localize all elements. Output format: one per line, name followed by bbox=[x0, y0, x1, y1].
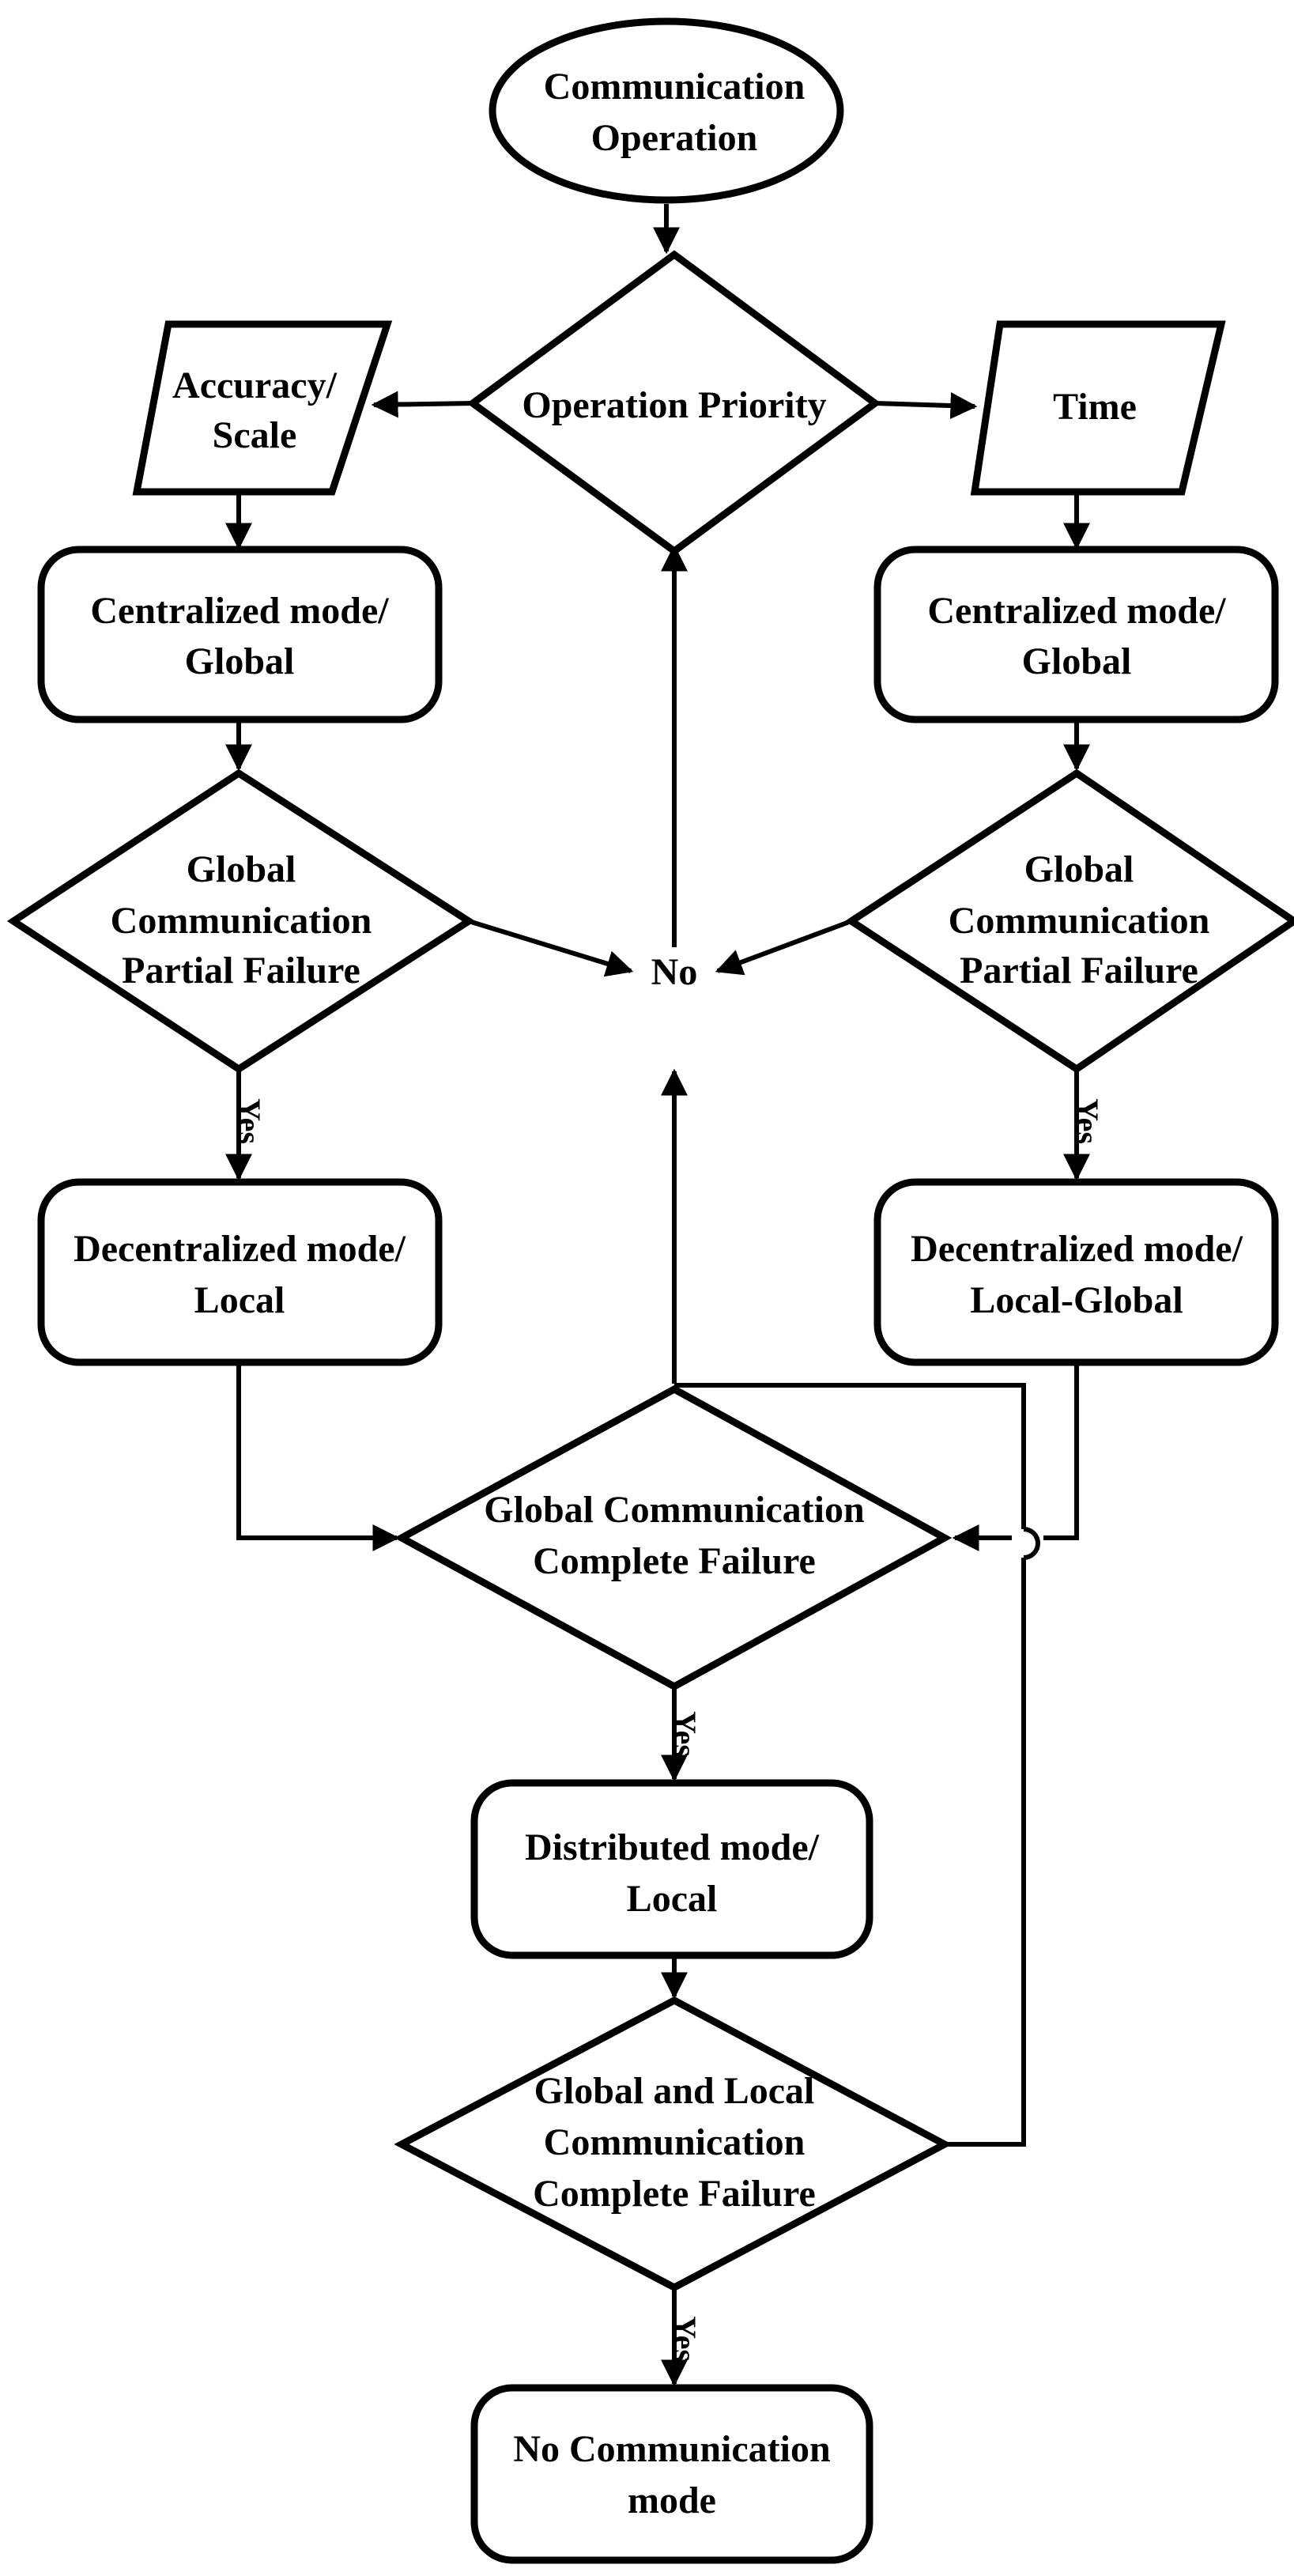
distributed-node bbox=[470, 1779, 873, 1959]
edge-priority-time bbox=[874, 392, 978, 420]
no-label: No bbox=[651, 951, 698, 993]
partial-right-line-2: Communication bbox=[949, 900, 1210, 942]
edge-decentral-right-complete bbox=[1043, 1362, 1079, 1540]
edge-partial-right-no bbox=[715, 919, 853, 976]
central-left-line-1: Centralized mode/ bbox=[90, 590, 389, 632]
yes-label-complete: Yes bbox=[667, 1711, 703, 1757]
decentral-right-node bbox=[873, 1178, 1279, 1366]
edge-partial-left-no bbox=[468, 919, 634, 977]
start-node bbox=[489, 17, 844, 204]
partial-right-line-1: Global bbox=[1024, 848, 1134, 890]
partial-left-line-1: Global bbox=[187, 848, 296, 890]
partial-left-line-2: Communication bbox=[111, 900, 372, 942]
edge-loop-bridge bbox=[1023, 1527, 1040, 1560]
global-local-line-2: Communication bbox=[544, 2121, 805, 2163]
yes-label-left: Yes bbox=[232, 1098, 267, 1144]
priority-line-1: Operation Priority bbox=[522, 384, 826, 426]
decentral-left-line-2: Local bbox=[194, 1279, 285, 1321]
no-comm-line-1: No Communication bbox=[513, 2428, 830, 2470]
decentral-left-node bbox=[37, 1178, 443, 1366]
accuracy-node bbox=[132, 320, 393, 496]
no-comm-node bbox=[470, 2384, 873, 2564]
partial-left-node bbox=[6, 769, 476, 1074]
decentral-left-line-1: Decentralized mode/ bbox=[74, 1228, 406, 1270]
central-left-node bbox=[37, 546, 443, 723]
priority-node bbox=[466, 250, 881, 556]
accuracy-line-1: Accuracy/ bbox=[172, 364, 338, 406]
central-right-node bbox=[873, 546, 1279, 723]
distributed-line-1: Distributed mode/ bbox=[525, 1826, 820, 1868]
central-right-line-2: Global bbox=[1022, 640, 1132, 682]
time-node bbox=[970, 320, 1226, 496]
yes-label-global-local: Yes bbox=[667, 2316, 703, 2362]
no-comm-line-2: mode bbox=[628, 2480, 716, 2521]
edge-loop-top bbox=[674, 1383, 1026, 1529]
complete-line-2: Complete Failure bbox=[533, 1540, 816, 1582]
partial-right-line-3: Partial Failure bbox=[960, 950, 1198, 991]
time-line-1: Time bbox=[1053, 386, 1137, 428]
accuracy-line-2: Scale bbox=[213, 414, 297, 456]
decentral-right-line-2: Local-Global bbox=[970, 1279, 1183, 1321]
central-right-line-1: Centralized mode/ bbox=[927, 590, 1226, 632]
central-left-line-2: Global bbox=[185, 640, 295, 682]
decentral-right-line-1: Decentralized mode/ bbox=[911, 1228, 1243, 1270]
complete-line-1: Global Communication bbox=[484, 1489, 864, 1531]
start-line-2: Operation bbox=[591, 117, 758, 159]
partial-right-node bbox=[844, 769, 1294, 1074]
shapes bbox=[6, 17, 1294, 2564]
global-local-line-3: Complete Failure bbox=[533, 2173, 816, 2215]
partial-left-line-3: Partial Failure bbox=[122, 950, 360, 991]
global-local-node bbox=[394, 1996, 953, 2292]
edge-priority-accuracy bbox=[371, 391, 473, 418]
node-labels: Communication Operation Operation Priori… bbox=[74, 66, 1243, 2521]
yes-label-right: Yes bbox=[1070, 1098, 1105, 1144]
start-line-1: Communication bbox=[544, 66, 805, 108]
edge-decentral-left-complete bbox=[236, 1362, 400, 1551]
complete-node bbox=[394, 1384, 953, 1691]
global-local-line-1: Global and Local bbox=[534, 2070, 815, 2112]
edge-global-local-loop bbox=[945, 1558, 1026, 2147]
distributed-line-2: Local bbox=[627, 1878, 718, 1920]
edge-labels: Yes Yes Yes Yes bbox=[232, 1098, 1105, 2362]
connectors bbox=[225, 204, 1090, 2387]
